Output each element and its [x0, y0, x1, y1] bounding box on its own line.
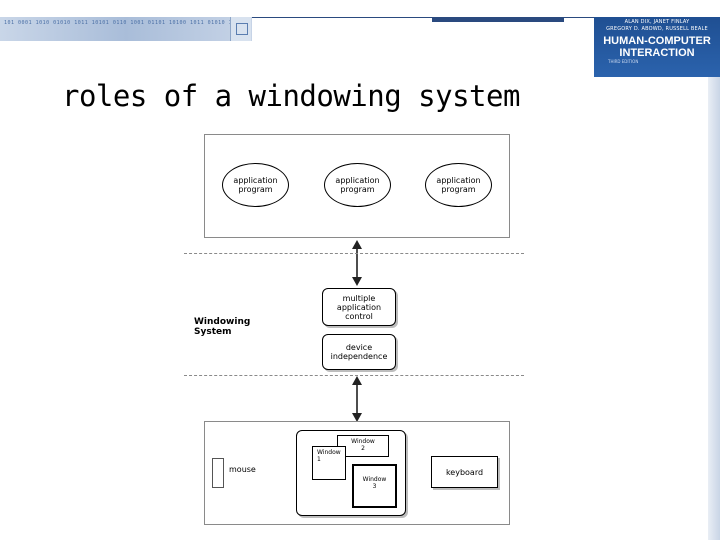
- banner-square-icon: [230, 17, 251, 41]
- windowing-diagram: application program application program …: [184, 134, 524, 526]
- device-independence: device independence: [322, 334, 396, 370]
- application-program-1: application program: [222, 163, 289, 207]
- page-title: roles of a windowing system: [62, 79, 520, 113]
- mouse-icon: [212, 458, 224, 488]
- mouse-label: mouse: [229, 465, 256, 474]
- divider-top: [184, 253, 524, 254]
- header-bar: [432, 17, 564, 22]
- banner-binary-text: 101 0001 1010 01010 1011 10101 0110 1001…: [4, 20, 248, 26]
- windowing-system-label: Windowing System: [194, 317, 251, 337]
- cover-authors: ALAN DIX, JANET FINLAY GREGORY D. ABOWD,…: [606, 19, 708, 32]
- cover-edition: THIRD EDITION: [608, 59, 639, 64]
- cover-title: HUMAN-COMPUTER INTERACTION: [603, 35, 711, 59]
- divider-bottom: [184, 375, 524, 376]
- multiple-application-control: multiple application control: [322, 288, 396, 326]
- arrow-top: [352, 240, 362, 286]
- application-program-2: application program: [324, 163, 391, 207]
- arrow-bottom: [352, 376, 362, 422]
- window-1: Window 1: [312, 446, 346, 480]
- keyboard-box: keyboard: [431, 456, 498, 488]
- book-cover: ALAN DIX, JANET FINLAY GREGORY D. ABOWD,…: [594, 17, 720, 77]
- right-edge-strip: [708, 77, 720, 540]
- window-3: Window 3: [352, 464, 397, 508]
- header-rule: [252, 17, 602, 18]
- binary-banner: 101 0001 1010 01010 1011 10101 0110 1001…: [0, 17, 252, 41]
- application-program-3: application program: [425, 163, 492, 207]
